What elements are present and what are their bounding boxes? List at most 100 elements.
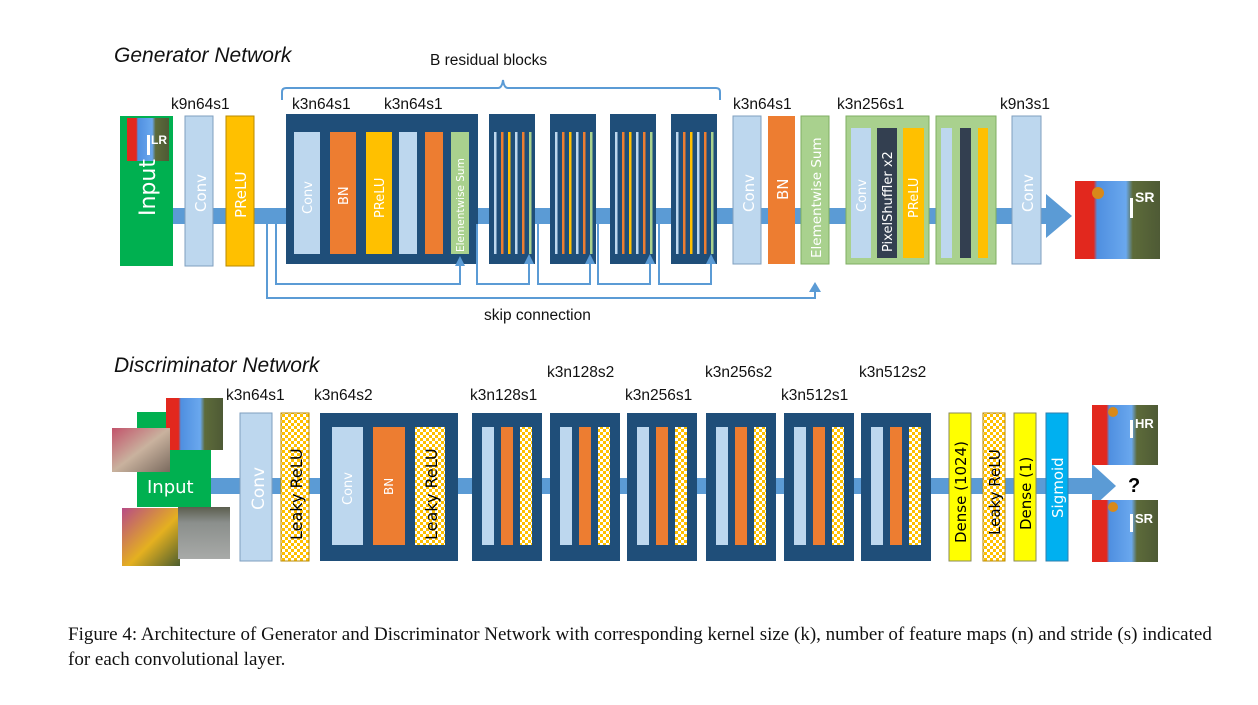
sr-image [1092,500,1158,562]
upsample2-conv [941,128,952,258]
discriminator-leaky1 [280,412,310,562]
generator-final-conv [1011,115,1042,265]
discriminator-conv-blocks [472,413,931,561]
hr-i-glyph [1130,420,1133,438]
res-bn-b [425,132,443,254]
d-block1-bn-label: BN [382,478,396,495]
collapsed-residual-block [489,114,535,264]
d-block-conv [637,427,649,545]
d-block-conv [560,427,572,545]
collapsed-layer-stripe [636,132,639,254]
dense-leaky-label: Leaky ReLU [986,449,1004,535]
generator-post-bn [768,116,795,264]
collapsed-layer-stripe [569,132,572,254]
collapsed-layer-stripe [522,132,525,254]
lr-sup-label: LR [151,133,167,147]
collapsed-layer-stripe [643,132,646,254]
collapsed-skip-arrowhead-icon [524,254,534,264]
collapsed-layer-stripe [615,132,618,254]
generator-post-conv-label: Conv [740,174,758,212]
generator-title: Generator Network [114,44,293,67]
sigmoid-label: Sigmoid [1049,457,1067,518]
d-block-bn [890,427,902,545]
input-photo-boat [178,507,230,559]
discriminator-output-arrow-icon [1092,464,1116,508]
d-block-conv [716,427,728,545]
residual-brace [281,79,721,100]
lr-i-glyph [147,135,150,155]
generator-output-arrow-icon [1046,194,1072,238]
sr-baboon-eye [1108,502,1118,512]
collapsed-skip-line [476,224,530,285]
collapsed-layer-stripe [629,132,632,254]
hr-baboon-eye [1108,407,1118,417]
discriminator-leaky1-label: Leaky ReLU [287,448,306,540]
sigmoid [1045,412,1069,562]
upsample-prelu-label: PReLU [907,178,922,218]
collapsed-layer-stripe [697,132,700,254]
collapsed-skip-line [658,224,712,285]
dense-1-label: Dense (1) [1017,457,1035,530]
collapsed-layer-stripe [711,132,714,254]
d-block-leaky [832,427,844,545]
collapsed-skip-line [537,224,591,285]
input-photo-butterfly [122,508,180,566]
collapsed-layer-stripe [676,132,679,254]
d-block-leaky [754,427,766,545]
param-d-k3n128s1: k3n128s1 [470,387,537,404]
res-sum [451,132,469,254]
collapsed-layer-stripe [562,132,565,254]
collapsed-residual-blocks [476,114,717,285]
d-block1-conv [332,427,363,545]
collapsed-residual-block [550,114,596,264]
generator-input-label: Input [136,159,161,216]
discriminator-conv1-label: Conv [249,467,269,510]
sr-output-image [1075,181,1160,259]
param-res-conv1: k3n64s1 [292,96,351,113]
upsample2-prelu [978,128,988,258]
generator-post-conv [732,115,762,265]
collapsed-skip-line [597,224,651,285]
discriminator-conv1 [239,412,273,562]
collapsed-layer-stripe [515,132,518,254]
res-conv-a-label: Conv [301,181,316,214]
collapsed-layer-stripe [508,132,511,254]
collapsed-residual-block [610,114,656,264]
sr-sup-label: SR [1135,189,1154,205]
d-block1-conv-label: Conv [341,472,356,505]
dense-1024-label: Dense (1024) [952,441,970,543]
d-block1-bn [373,427,405,545]
discriminator-input-label: Input [147,477,194,498]
hr-sup-label: HR [1135,416,1154,431]
dense-1 [1013,412,1037,562]
d-block-bn [579,427,591,545]
skip-arrowhead-icon [809,282,821,292]
param-final-conv: k9n3s1 [1000,96,1050,113]
residual-blocks-label: B residual blocks [430,52,547,69]
input-photo-baboon [166,398,223,450]
generator-conv1 [184,115,214,267]
res-prelu [366,132,392,254]
upsample-shuffler-label: PixelShuffler x2 [881,151,896,252]
d-block1-leaky-label: Leaky ReLU [422,448,441,540]
param-d-k3n64s2: k3n64s2 [314,387,373,404]
d-block-conv [482,427,494,545]
d-block-bn [813,427,825,545]
param-k9n64s1: k9n64s1 [171,96,230,113]
collapsed-skip-arrowhead-icon [706,254,716,264]
res-bn-a-label: BN [337,186,352,205]
upsample-conv [851,128,871,258]
skip-connection-line [266,224,816,299]
generator-prelu1 [225,115,255,267]
generator-post-sum [800,115,830,265]
generator-post-sum-label: Elementwise Sum [809,137,825,258]
generator-post-bn-label: BN [774,178,792,200]
res-skip-line-1 [275,224,461,285]
generator-conv1-label: Conv [192,174,210,212]
res-prelu-label: PReLU [373,178,388,218]
param-d-k3n128s2: k3n128s2 [547,364,614,381]
collapsed-layer-stripe [501,132,504,254]
collapsed-layer-stripe [576,132,579,254]
collapsed-layer-stripe [494,132,497,254]
